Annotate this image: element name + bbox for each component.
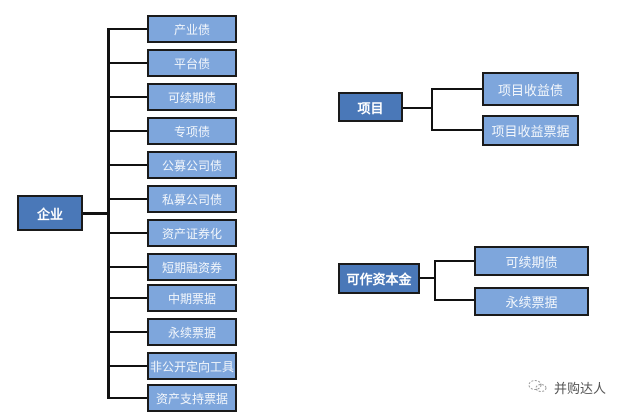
connector [107,198,148,200]
connector [107,397,148,399]
connector [431,129,483,131]
node-perpetual-note-2: 永续票据 [474,287,589,316]
connector [420,277,436,279]
connector [107,28,148,30]
node-project-revenue-note: 项目收益票据 [482,115,579,146]
connector [403,107,433,109]
node-special-bond: 专项债 [147,117,237,145]
node-industry-bond: 产业债 [147,15,237,43]
connector [434,299,475,301]
node-renewable-bond-2: 可续期债 [474,246,589,276]
node-abn: 资产支持票据 [147,384,237,412]
node-perpetual-note: 永续票据 [147,318,237,346]
watermark-text: 并购达人 [554,382,607,397]
connector [431,88,483,90]
node-project-revenue-bond: 项目收益债 [482,72,579,106]
connector-trunk [107,28,110,399]
node-private-corp-bond: 私募公司债 [147,185,237,213]
connector [107,331,148,333]
node-short-term-note: 短期融资券 [147,253,237,281]
node-securitization: 资产证券化 [147,219,237,247]
connector [107,266,148,268]
connector [107,130,148,132]
node-renewable-bond: 可续期债 [147,83,237,111]
connector [107,297,148,299]
connector [107,232,148,234]
connector [107,96,148,98]
connector [434,260,475,262]
connector [107,62,148,64]
watermark: 并购达人 [528,378,606,397]
node-public-corp-bond: 公募公司债 [147,151,237,179]
node-capital: 可作资本金 [338,263,420,294]
wechat-icon [528,379,548,397]
connector-trunk [434,260,436,301]
node-medium-term-note: 中期票据 [147,284,237,312]
connector [107,164,148,166]
connector [83,212,109,215]
connector [107,365,148,367]
node-ppn: 非公开定向工具 [147,352,237,380]
node-platform-bond: 平台债 [147,49,237,77]
node-project: 项目 [338,92,403,122]
connector-trunk [431,88,433,131]
node-enterprise: 企业 [17,195,83,231]
